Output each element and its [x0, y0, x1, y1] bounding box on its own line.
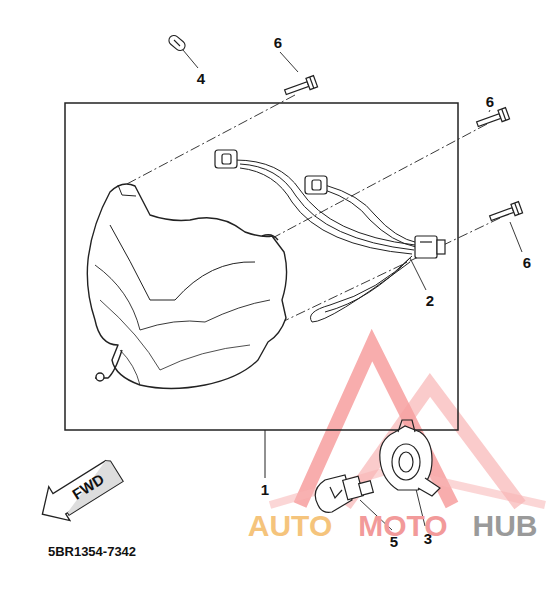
bulb-holder	[398, 420, 415, 432]
bolt	[285, 82, 309, 95]
wire-harness	[310, 256, 412, 322]
watermark: HUB	[473, 511, 538, 541]
headlight-lens	[120, 350, 140, 385]
callout-number: 6	[486, 94, 494, 109]
bulb-socket	[215, 150, 237, 168]
bolt	[502, 109, 506, 120]
bulb-holder	[399, 452, 413, 472]
watermark-logo	[270, 345, 545, 505]
wire-connector	[420, 241, 432, 242]
bolt	[515, 203, 519, 214]
wire-harness	[325, 258, 410, 312]
wire-harness	[240, 168, 412, 254]
bolt	[310, 77, 314, 88]
bulb-socket	[222, 154, 231, 164]
bulb-holder	[392, 444, 420, 480]
watermark-logo	[345, 385, 520, 505]
watermark: MOTO	[358, 511, 447, 541]
small-bulb	[174, 40, 180, 46]
bolt	[283, 76, 522, 224]
forward-arrow	[32, 452, 126, 531]
headlight-lens	[100, 300, 250, 370]
bolt	[283, 76, 317, 98]
leader-lines	[183, 50, 198, 68]
headlight-bulb	[359, 481, 374, 496]
callout-number: 2	[426, 293, 434, 308]
headlight-lens	[118, 185, 136, 196]
headlight-lens	[87, 184, 286, 389]
headlight-lens	[262, 235, 278, 240]
bulb-socket	[305, 176, 327, 194]
leader-lines	[410, 258, 426, 290]
callout-number: 6	[523, 255, 531, 270]
callout-number: 4	[197, 71, 205, 86]
wire-harness	[325, 185, 418, 243]
bolt	[475, 108, 509, 130]
wire-connector	[437, 240, 445, 254]
wire-harness	[235, 160, 415, 245]
leader-line	[265, 430, 266, 478]
leader-lines	[280, 52, 298, 72]
bolt	[490, 208, 514, 221]
wire-harness	[325, 190, 416, 247]
leader-lines	[183, 50, 522, 530]
headlight-bulb	[315, 475, 373, 512]
watermark: AUTO	[248, 511, 332, 541]
small-bulb	[167, 33, 187, 52]
guide-lines	[265, 124, 487, 242]
bolt	[511, 202, 523, 216]
headlight-lens	[110, 225, 255, 300]
headlight-bulb	[330, 487, 342, 498]
guide-lines	[282, 218, 500, 322]
diagram-code: 5BR1354-7342	[48, 545, 136, 558]
headlight-lens	[96, 373, 104, 381]
wire-connector	[415, 236, 437, 258]
wire-harness	[240, 164, 414, 250]
wire-harness	[235, 160, 418, 322]
callout-number: 1	[261, 482, 269, 497]
bolt	[477, 114, 501, 127]
wire-connector	[415, 236, 445, 258]
forward-arrow	[55, 459, 124, 516]
leader-lines	[489, 110, 490, 112]
bulb-socket	[215, 150, 327, 194]
leader-lines	[510, 222, 522, 252]
headlight-lens	[87, 184, 286, 389]
bolt	[498, 108, 510, 122]
bulb-holder	[418, 478, 440, 496]
bulb-socket	[312, 180, 321, 190]
callout-number: 6	[274, 35, 282, 50]
small-bulb	[167, 33, 187, 52]
bolt	[306, 76, 318, 90]
bolt	[488, 202, 522, 224]
forward-arrow	[32, 454, 123, 531]
bulb-holder	[380, 420, 440, 496]
